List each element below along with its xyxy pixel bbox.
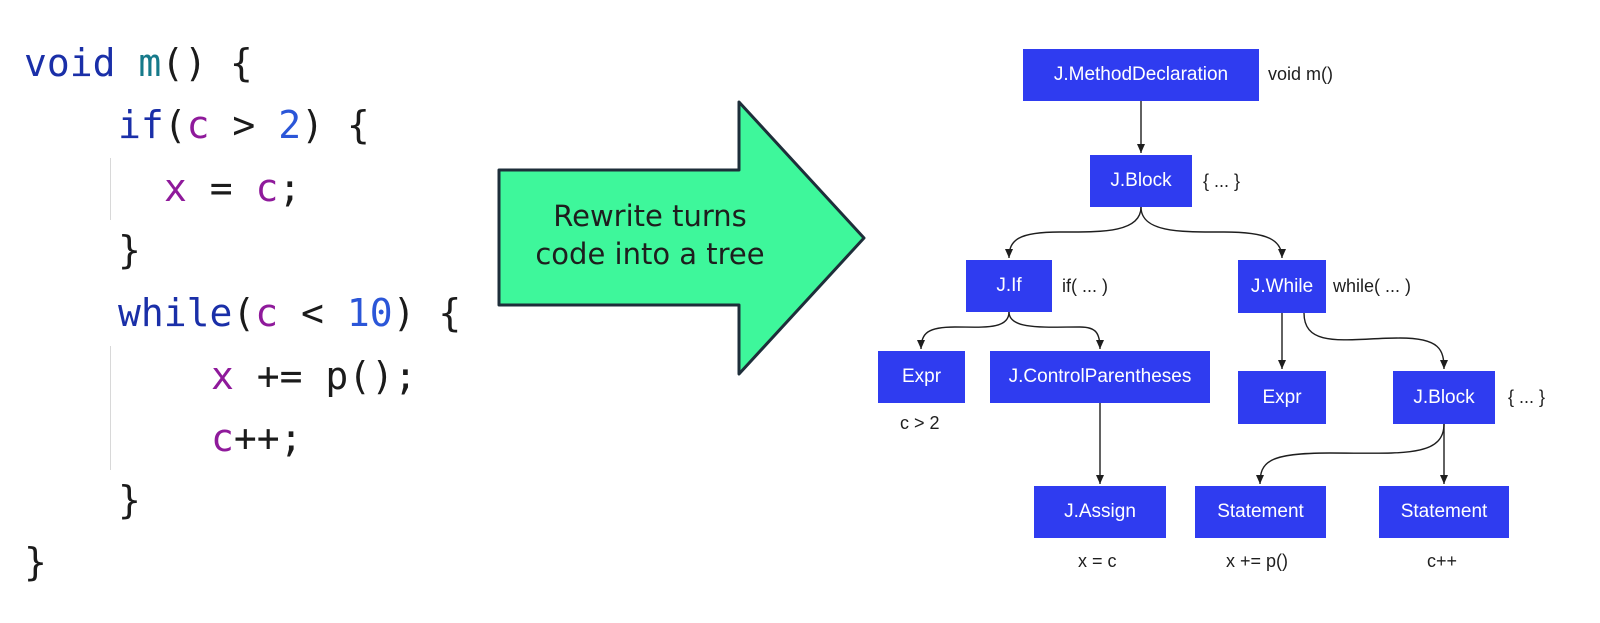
code-line-7: c++; [211, 416, 303, 460]
code-line-4: } [118, 228, 141, 272]
node-statement: Statement [1379, 486, 1509, 538]
node-while: J.While [1238, 260, 1326, 313]
arrow-shape [497, 100, 866, 376]
code-line-1: void m() { [24, 41, 253, 85]
annotation-block: { ... } [1508, 387, 1546, 407]
indent-guide [110, 346, 111, 470]
code-line-3: x = c; [164, 166, 302, 210]
edge-block-while [1140, 206, 1286, 259]
annotation-if: if( ... ) [1062, 276, 1108, 296]
edge-if-control [1008, 311, 1104, 350]
node-block: J.Block [1090, 155, 1192, 207]
node-method-declaration: J.MethodDeclaration [1023, 49, 1259, 101]
edge-block-statement1 [1256, 423, 1445, 485]
node-assign: J.Assign [1034, 486, 1166, 538]
annotation-block: { ... } [1203, 171, 1241, 191]
code-line-5: while(c < 10) { [118, 291, 462, 335]
code-line-2: if(c > 2) { [118, 103, 370, 147]
node-control-parentheses: J.ControlParentheses [990, 351, 1210, 403]
edge-while-block [1303, 312, 1448, 370]
annotation-statement: c++ [1427, 551, 1458, 571]
node-expr: Expr [878, 351, 965, 403]
indent-guide [110, 158, 111, 220]
annotation-assign: x = c [1078, 551, 1117, 571]
node-block: J.Block [1393, 371, 1495, 424]
annotation-method: void m() [1268, 64, 1334, 84]
annotation-statement: x += p() [1226, 551, 1289, 571]
edge-if-expr [917, 311, 1010, 350]
code-panel: void m() { if(c > 2) { x = c; } while(c … [0, 0, 500, 623]
node-expr: Expr [1238, 371, 1326, 424]
code-line-8: } [118, 478, 141, 522]
edge-block-if [1005, 206, 1142, 259]
node-if: J.If [966, 260, 1052, 312]
annotation-while: while( ... ) [1333, 276, 1412, 296]
code-line-6: x += p(); [211, 354, 417, 398]
node-statement: Statement [1195, 486, 1326, 538]
arrow-caption: Rewrite turns code into a tree [535, 199, 765, 271]
annotation-expr: c > 2 [900, 413, 940, 433]
code-line-9: } [24, 540, 47, 584]
